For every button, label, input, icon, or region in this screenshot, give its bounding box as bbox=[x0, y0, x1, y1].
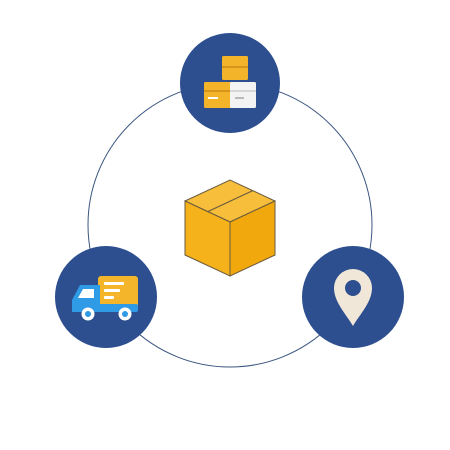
box-tape-line bbox=[207, 189, 254, 213]
delivery-node bbox=[55, 246, 157, 348]
warehouse-node bbox=[180, 33, 280, 133]
location-pin-icon bbox=[334, 269, 372, 326]
destination-node bbox=[302, 246, 404, 348]
package-box-icon bbox=[183, 179, 277, 277]
box-right-face bbox=[229, 200, 276, 277]
delivery-truck-icon bbox=[72, 276, 138, 321]
stacked-boxes-icon bbox=[204, 56, 256, 108]
